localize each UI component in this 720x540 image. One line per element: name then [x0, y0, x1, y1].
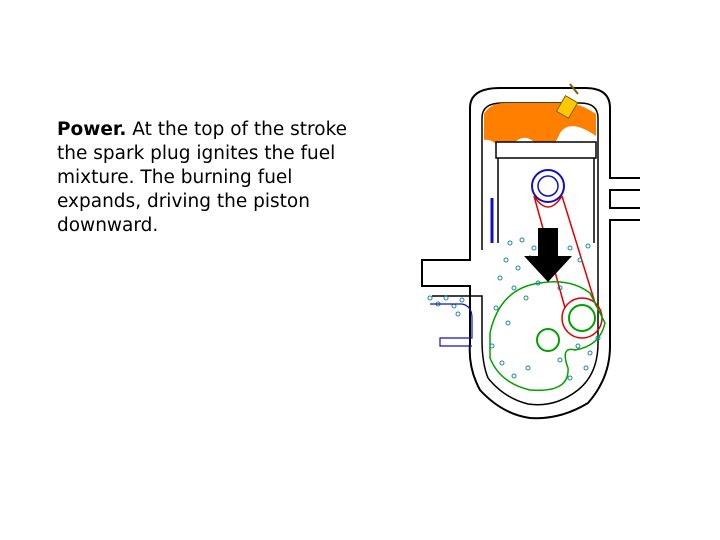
stroke-description: At the top of the stroke the spark plug … [57, 119, 348, 236]
cylinder-wall-outer [421, 87, 640, 420]
wrist-pin [531, 169, 565, 203]
description-text: Power. At the top of the stroke the spar… [57, 118, 357, 238]
stroke-heading: Power. [57, 119, 127, 140]
spark-plug [555, 83, 579, 119]
crankshaft-center [536, 328, 560, 352]
down-arrow [524, 228, 572, 282]
engine-diagram [421, 83, 640, 420]
piston-crown [495, 141, 597, 159]
cylinder-wall-inner [432, 102, 599, 406]
crankshaft [489, 281, 606, 392]
intake-port [430, 303, 473, 347]
